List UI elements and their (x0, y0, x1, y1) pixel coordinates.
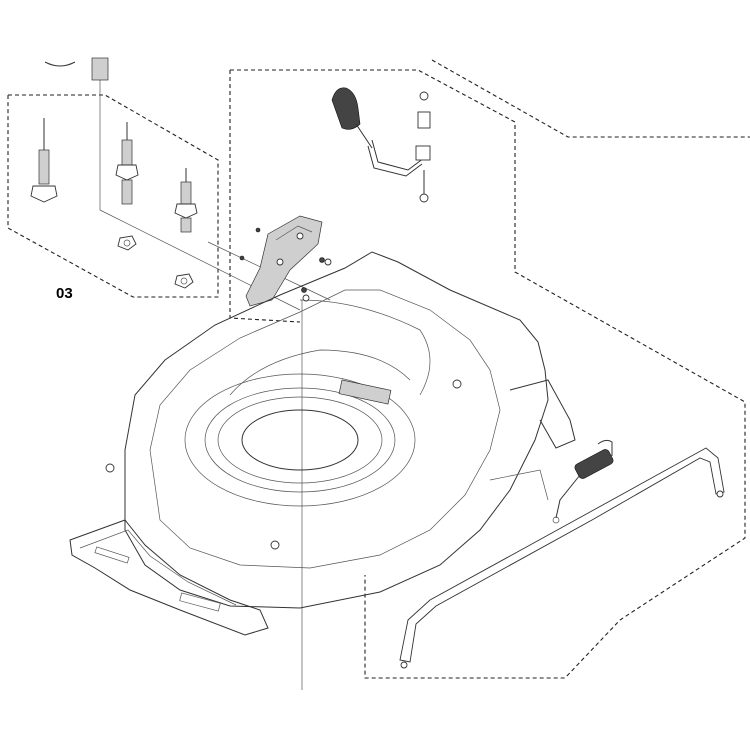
callout-label-03: 03 (56, 285, 73, 302)
mower-deck (105, 251, 576, 609)
bolt-group-outline (7, 94, 219, 298)
height-bracket (239, 215, 325, 307)
top-shaft-part (44, 57, 109, 81)
handle-group-outline (230, 69, 746, 679)
deck-skirt (69, 519, 269, 636)
adjust-knob (331, 87, 373, 149)
adjust-linkage (367, 91, 431, 203)
handle-bar (399, 447, 725, 669)
bolt-long (30, 118, 58, 203)
stud-bolt-2 (174, 168, 198, 233)
hex-nut (117, 235, 137, 251)
tension-spring (552, 439, 614, 524)
stud-bolt (115, 122, 139, 205)
washer (302, 294, 310, 302)
top-right-dashed-line (431, 59, 750, 138)
washer (324, 258, 332, 266)
hex-nut-2 (174, 273, 194, 289)
